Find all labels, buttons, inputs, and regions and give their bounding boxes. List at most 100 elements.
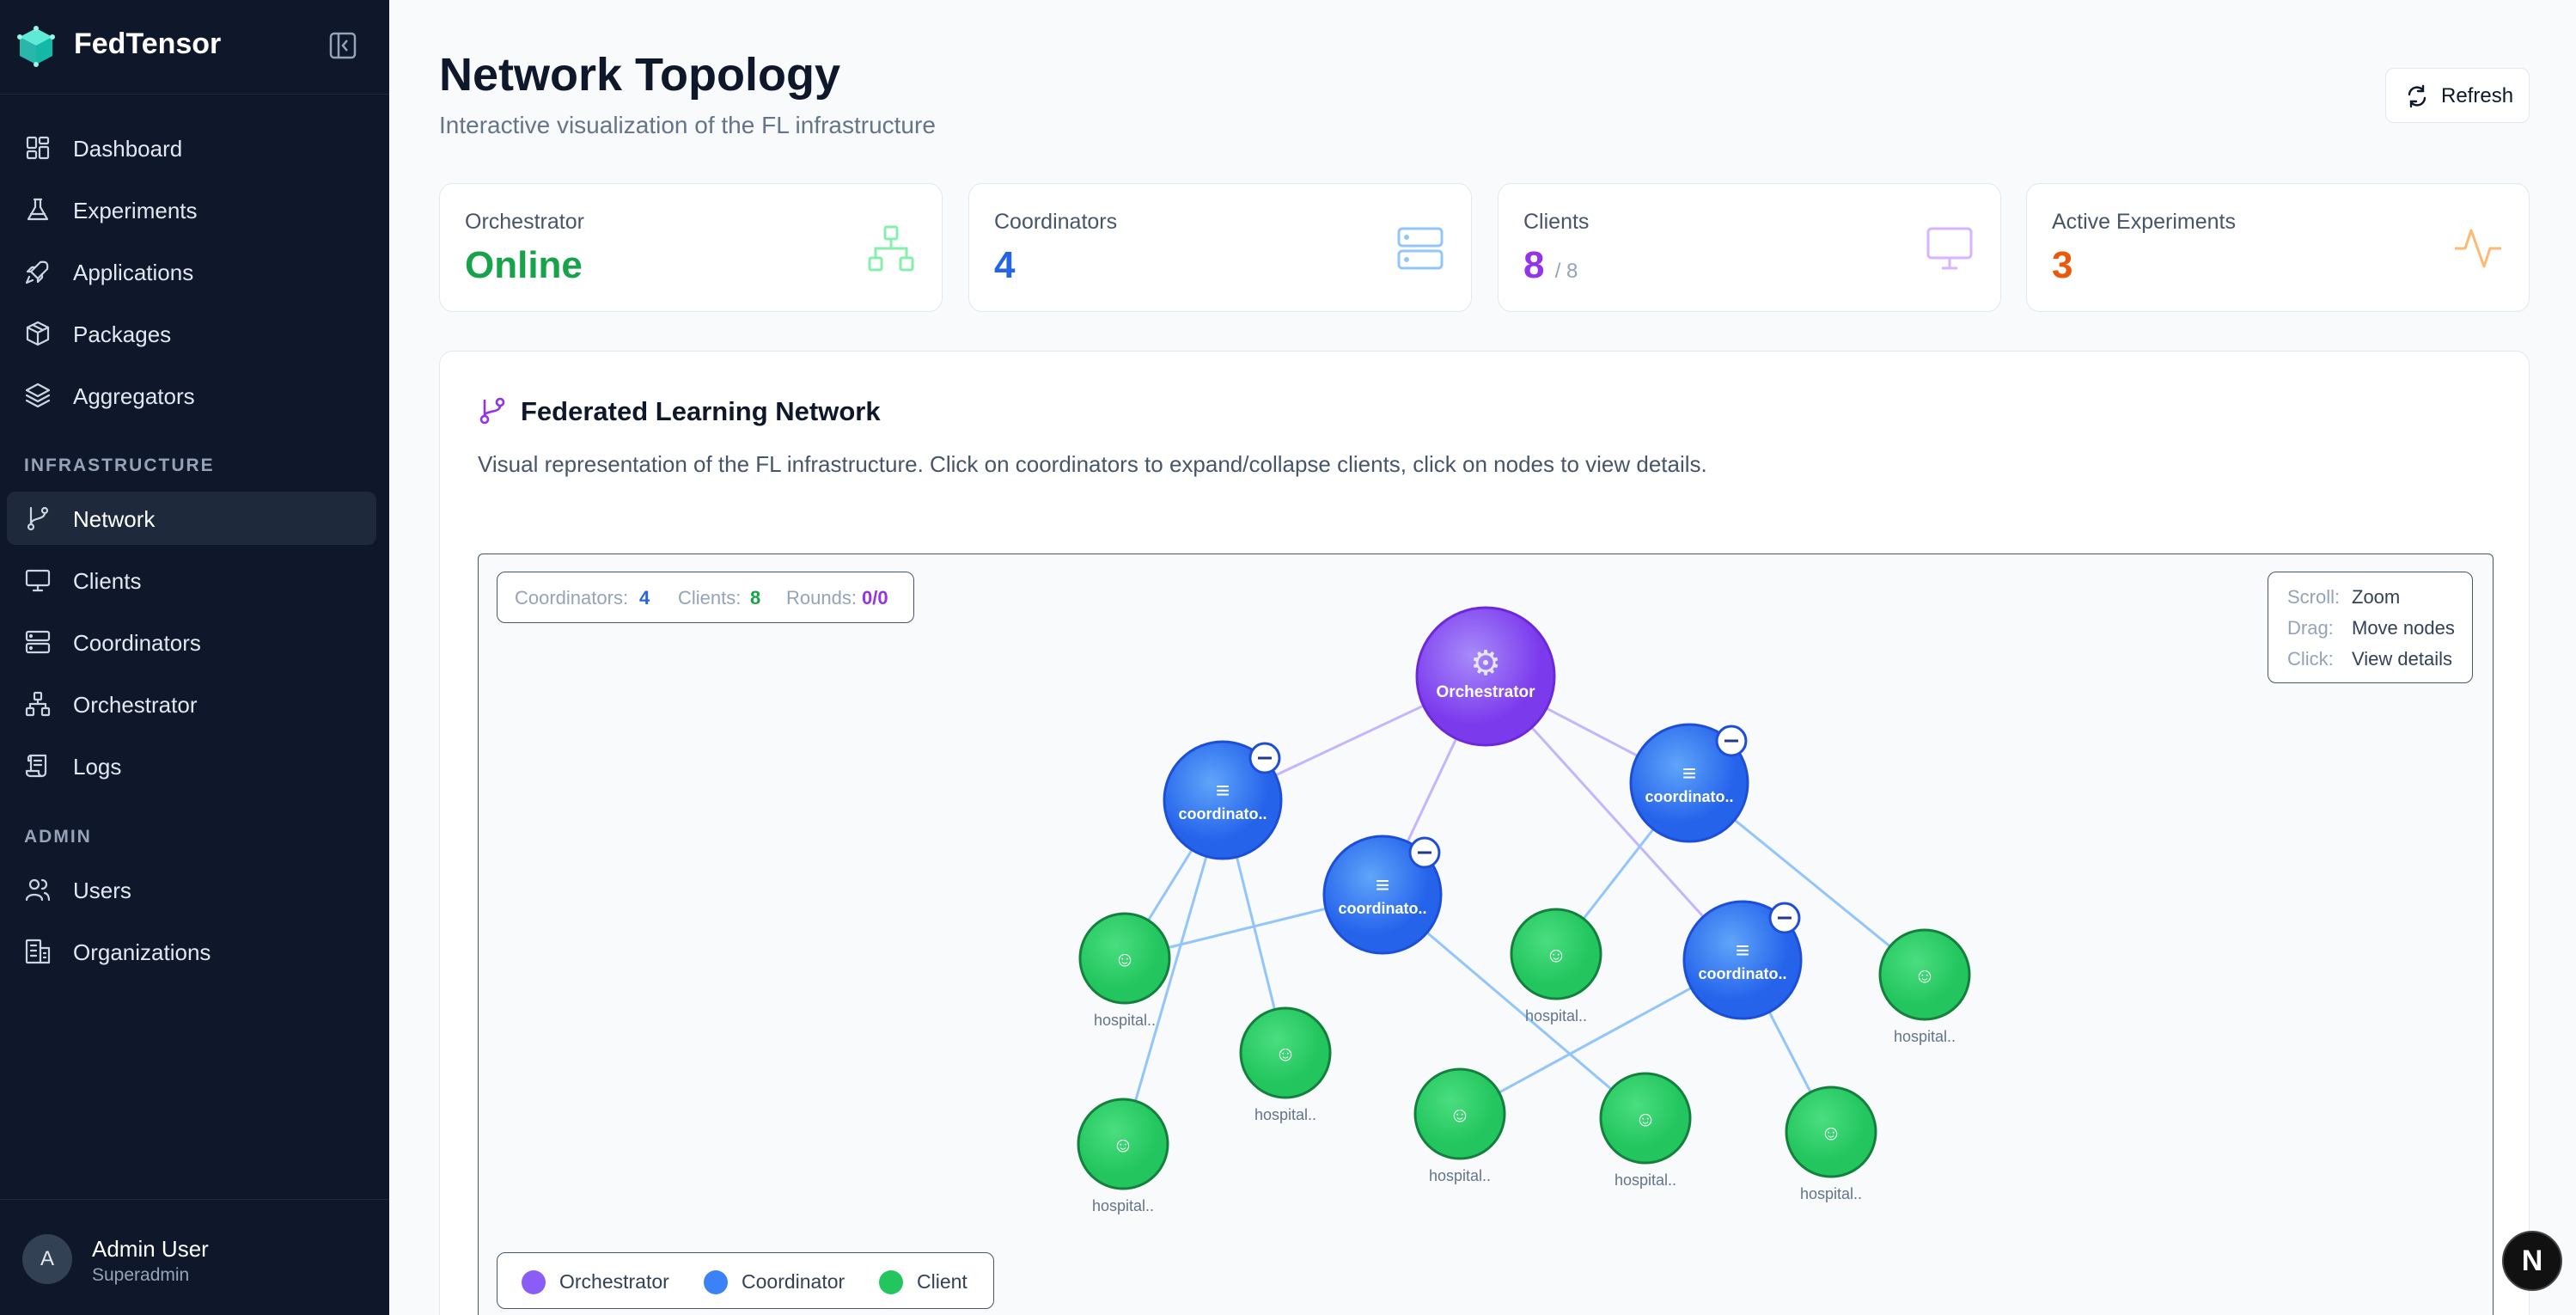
coordinator-node[interactable]: ≡coordinato.. <box>1682 900 1803 1020</box>
graph-help: Scroll:Zoom Drag:Move nodes Click:View d… <box>2268 572 2473 683</box>
help-value: Zoom <box>2352 586 2401 608</box>
menu-icon: ≡ <box>1736 937 1749 963</box>
network-title: Federated Learning Network <box>521 396 881 426</box>
network-graph-svg[interactable]: ⚙Orchestrator ≡ coordinato.. ≡ coordinato.. ≡… <box>479 554 2494 1315</box>
smiley-icon: ☺ <box>1114 948 1136 971</box>
refresh-label: Refresh <box>2441 84 2514 107</box>
client-node[interactable]: ☺ <box>1510 908 1602 1000</box>
summary-clients-value: 8 <box>750 587 761 609</box>
help-key: Scroll: <box>2287 586 2341 608</box>
server-icon <box>25 630 51 654</box>
monitor-icon <box>1926 227 1973 270</box>
avatar: A <box>22 1234 72 1284</box>
client-node[interactable]: ☺ <box>1785 1086 1877 1178</box>
client-node-circle[interactable] <box>1878 928 1971 1021</box>
sidebar-item-network[interactable]: Network <box>7 492 376 545</box>
sidebar-item-applications[interactable]: Applications <box>7 245 376 298</box>
legend-label: Coordinator <box>742 1270 845 1293</box>
sidebar-item-label: Dashboard <box>73 136 183 162</box>
menu-icon: ≡ <box>1216 777 1230 804</box>
smiley-icon: ☺ <box>1450 1104 1471 1127</box>
sidebar-item-clients[interactable]: Clients <box>7 554 376 607</box>
client-node-circle[interactable] <box>1239 1006 1332 1099</box>
client-node-circle[interactable] <box>1785 1086 1877 1178</box>
client-node[interactable]: ☺ <box>1413 1067 1506 1160</box>
summary-coordinators-value: 4 <box>639 587 650 609</box>
summary-rounds-label: Rounds: <box>786 587 857 609</box>
smiley-icon: ☺ <box>1635 1108 1657 1131</box>
coordinator-node-label: coordinato.. <box>1645 788 1734 805</box>
client-node-label: hospital.. <box>1091 1197 1155 1214</box>
help-row-scroll: Scroll: Zoom <box>2287 586 2400 609</box>
gear-icon: ⚙ <box>1470 645 1501 682</box>
user-profile[interactable]: A Admin User Superadmin <box>0 1199 389 1315</box>
stat-value: 3 <box>2052 244 2073 286</box>
sidebar-item-logs[interactable]: Logs <box>7 739 376 792</box>
client-node[interactable]: ☺ <box>1077 1098 1169 1190</box>
stat-value-number: 8 <box>1523 244 1545 286</box>
sidebar-item-users[interactable]: Users <box>7 863 376 916</box>
framework-badge[interactable]: N <box>2502 1231 2562 1291</box>
refresh-button[interactable]: Refresh <box>2385 68 2530 123</box>
network-icon <box>868 225 914 272</box>
coordinator-node-label: coordinato.. <box>1339 900 1427 917</box>
client-node-label: hospital.. <box>1093 1012 1157 1029</box>
stat-title: Orchestrator <box>465 210 584 234</box>
sidebar-item-coordinators[interactable]: Coordinators <box>7 615 376 669</box>
orchestrator-node[interactable]: ⚙Orchestrator <box>1415 606 1556 747</box>
client-node-label: hospital.. <box>1524 1007 1588 1024</box>
orchestrator-node-circle[interactable] <box>1415 606 1556 747</box>
coordinator-node[interactable]: ≡coordinato.. <box>1163 740 1283 860</box>
client-node[interactable]: ☺ <box>1078 912 1171 1005</box>
sidebar-collapse-icon[interactable] <box>328 31 357 60</box>
layers-icon <box>25 382 51 408</box>
refresh-icon <box>2408 84 2426 108</box>
client-node[interactable]: ☺ <box>1878 928 1971 1021</box>
sidebar-item-packages[interactable]: Packages <box>7 307 376 360</box>
smiley-icon: ☺ <box>1546 944 1567 967</box>
smiley-icon: ☺ <box>1914 964 1936 988</box>
client-node-circle[interactable] <box>1413 1067 1506 1160</box>
sidebar-item-label: Logs <box>73 754 122 780</box>
sidebar-item-orchestrator[interactable]: Orchestrator <box>7 677 376 731</box>
git-branch-icon <box>27 506 49 531</box>
sidebar-item-dashboard[interactable]: Dashboard <box>7 121 376 174</box>
client-node-circle[interactable] <box>1599 1072 1692 1165</box>
section-label-infrastructure: INFRASTRUCTURE <box>24 456 215 475</box>
stat-card-coordinators: Coordinators 4 <box>968 183 1472 312</box>
sidebar-item-organizations[interactable]: Organizations <box>7 925 376 978</box>
help-row-click: Click:View details <box>2287 648 2452 670</box>
building-icon <box>25 939 51 964</box>
coordinator-node-circle[interactable] <box>1629 723 1749 843</box>
coordinator-node[interactable]: ≡coordinato.. <box>1629 723 1749 843</box>
stat-title: Coordinators <box>994 210 1118 234</box>
monitor-icon <box>25 569 51 592</box>
network-icon <box>25 691 51 717</box>
client-node[interactable]: ☺ <box>1599 1072 1692 1165</box>
client-node[interactable]: ☺ <box>1239 1006 1332 1099</box>
stat-card-clients: Clients 8 / 8 <box>1498 183 2001 312</box>
git-branch-icon <box>479 397 505 425</box>
brand-name: FedTensor <box>74 28 222 60</box>
stat-card-orchestrator: Orchestrator Online <box>439 183 943 312</box>
smiley-icon: ☺ <box>1113 1134 1134 1157</box>
sidebar-item-label: Users <box>73 878 131 903</box>
sidebar-item-label: Applications <box>73 260 194 285</box>
menu-icon: ≡ <box>1376 872 1389 898</box>
sidebar-item-label: Experiments <box>73 198 198 223</box>
coordinator-node-circle[interactable] <box>1163 740 1283 860</box>
graph-summary: Coordinators: 4 Clients: 8 Rounds: 0/0 <box>497 572 914 623</box>
sidebar-item-experiments[interactable]: Experiments <box>7 183 376 236</box>
client-node-circle[interactable] <box>1078 912 1171 1005</box>
legend-dot <box>522 1270 546 1294</box>
client-node-circle[interactable] <box>1510 908 1602 1000</box>
coordinator-node-circle[interactable] <box>1682 900 1803 1020</box>
network-graph-canvas[interactable]: ⚙Orchestrator ≡ coordinato.. ≡ coordinato.. ≡… <box>478 554 2494 1315</box>
smiley-icon: ☺ <box>1275 1043 1297 1066</box>
coordinator-node[interactable]: ≡ coordinato.. <box>1322 835 1443 955</box>
coordinator-node-circle[interactable] <box>1322 835 1443 955</box>
sidebar-item-aggregators[interactable]: Aggregators <box>7 369 376 422</box>
client-node-circle[interactable] <box>1077 1098 1169 1190</box>
section-label-admin: ADMIN <box>24 827 92 847</box>
